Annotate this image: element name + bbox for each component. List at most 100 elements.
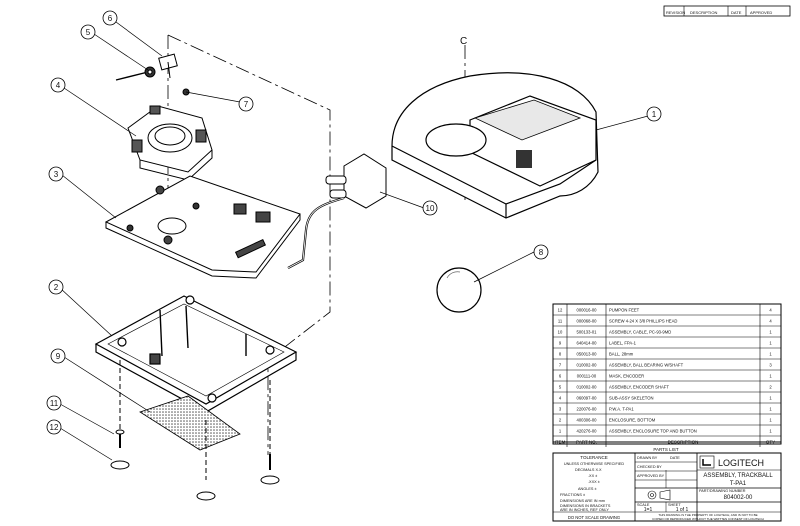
proprietary-note-1: THIS DRAWING IS THE PROPERTY OF LOGITECH… xyxy=(658,513,757,517)
parts-row-part-no: 500133-01 xyxy=(576,330,597,335)
balloon-6: 6 xyxy=(102,10,118,26)
parts-row-qty: 1 xyxy=(769,407,772,412)
projection-symbol-icon xyxy=(647,489,671,501)
parts-row-description: ASSEMBLY, ENCODER SHAFT xyxy=(609,385,669,390)
parts-row-qty: 1 xyxy=(769,341,772,346)
parts-row-part-no: 000068-00 xyxy=(576,319,597,324)
balloon-8: 8 xyxy=(533,244,549,260)
xx-label: .XX ± xyxy=(588,474,597,478)
parts-row-item: 8 xyxy=(559,352,562,357)
svg-text:9: 9 xyxy=(56,352,61,361)
enclosure-top xyxy=(391,72,599,219)
pcb-assembly xyxy=(104,175,301,279)
title-block-text: TOLERANCE UNLESS OTHERWISE SPECIFIED DEC… xyxy=(560,455,773,521)
drawing-title-1: ASSEMBLY, TRACKBALL xyxy=(703,473,773,479)
date-label: DATE xyxy=(670,456,680,460)
approved-col-label: APPROVED xyxy=(750,10,772,15)
parts-row-description: ASSEMBLY, ENCLOSURE TOP AND BUTTON xyxy=(609,429,697,434)
ball xyxy=(436,267,482,313)
svg-text:6: 6 xyxy=(108,14,113,23)
svg-text:7: 7 xyxy=(244,100,249,109)
svg-text:10: 10 xyxy=(426,204,435,213)
dims-note-3: ARE IN INCHES, REF ONLY xyxy=(560,508,609,512)
leader-lines xyxy=(59,21,649,461)
parts-row-description: BALL, 28mm xyxy=(609,352,634,357)
parts-row-item: 9 xyxy=(559,341,562,346)
unless-note: UNLESS OTHERWISE SPECIFIED xyxy=(564,462,625,466)
item-balloons: 6 5 7 4 3 2 9 11 12 1 10 8 xyxy=(46,10,662,435)
parts-row-item: 2 xyxy=(559,418,562,423)
screws-and-feet xyxy=(110,360,280,501)
proprietary-note-2: COPIED OR REPRODUCED WITHOUT THE WRITTEN… xyxy=(652,517,764,521)
parts-row-qty: 1 xyxy=(769,429,772,434)
skeleton-subassembly xyxy=(127,105,213,181)
no-scale-note: DO NOT SCALE DRAWING xyxy=(568,515,620,520)
dims-note-2: DIMENSIONS IN BRACKETS xyxy=(560,504,611,508)
balloon-3: 3 xyxy=(48,166,64,182)
parts-row-qty: 1 xyxy=(769,352,772,357)
balloon-4: 4 xyxy=(50,77,66,93)
parts-row-item: 4 xyxy=(559,396,562,401)
parts-row-description: MASK, ENCODER xyxy=(609,374,644,379)
dims-note-1: DIMENSIONS ARE IN mm xyxy=(560,499,605,503)
parts-row-part-no: 000016-00 xyxy=(576,308,597,313)
decimals-label: DECIMALS X.X xyxy=(575,468,602,472)
parts-row-description: P.W.A. T-PA1 xyxy=(609,407,634,412)
balloon-9: 9 xyxy=(50,348,66,364)
svg-text:5: 5 xyxy=(86,28,91,37)
xxx-label: .XXX ± xyxy=(588,480,600,484)
balloon-5: 5 xyxy=(80,24,96,40)
parts-row-item: 11 xyxy=(558,319,563,324)
parts-row-part-no: 010002-00 xyxy=(576,385,597,390)
svg-text:12: 12 xyxy=(50,423,59,432)
svg-text:4: 4 xyxy=(56,81,61,90)
balloon-10: 10 xyxy=(422,200,438,216)
parts-row-item: 7 xyxy=(559,363,562,368)
balloon-2: 2 xyxy=(48,279,64,295)
parts-row-item: 6 xyxy=(559,374,562,379)
revision-block: REVISION DESCRIPTION DATE APPROVED xyxy=(663,5,791,17)
approved-by-label: APPROVED BY xyxy=(637,474,665,478)
drawn-by-label: DRAWN BY xyxy=(637,456,658,460)
balloon-12: 12 xyxy=(46,419,62,435)
company-name: LOGITECH xyxy=(718,458,764,468)
sheet-label: SHEET xyxy=(668,503,681,507)
logitech-logo-icon xyxy=(699,455,715,469)
parts-row-item: 5 xyxy=(559,385,562,390)
dwg-no: 804002-00 xyxy=(724,495,753,501)
parts-row-description: ENCLOSURE, BOTTOM xyxy=(609,418,656,423)
parts-row-description: SCREW 4-24 X 3/8 PHILLIPS HEAD xyxy=(609,319,677,324)
parts-row-part-no: 050013-00 xyxy=(576,352,597,357)
parts-row-part-no: 400306-00 xyxy=(576,418,597,423)
balloon-11: 11 xyxy=(46,395,62,411)
parts-row-qty: 4 xyxy=(769,308,772,313)
parts-row-part-no: 000111-00 xyxy=(577,374,597,379)
balloon-1: 1 xyxy=(646,106,662,122)
parts-row-part-no: 420276-00 xyxy=(576,429,597,434)
parts-row-item: 10 xyxy=(558,330,563,335)
parts-row-description: SUB-ASSY SKELETON xyxy=(609,396,654,401)
checked-by-label: CHECKED BY xyxy=(637,465,662,469)
parts-row-part-no: 010002-00 xyxy=(576,363,597,368)
parts-row-qty: 1 xyxy=(769,374,772,379)
enclosure-bottom xyxy=(94,295,298,413)
svg-text:3: 3 xyxy=(54,170,59,179)
description-col-label: DESCRIPTION xyxy=(690,10,717,15)
label-fpa xyxy=(139,395,241,451)
parts-row-part-no: 640414-00 xyxy=(576,341,597,346)
date-col-label: DATE xyxy=(731,10,742,15)
svg-text:2: 2 xyxy=(54,283,59,292)
parts-row-description: LABEL, FPA-1 xyxy=(609,341,637,346)
parts-row-part-no: 220076-00 xyxy=(576,407,597,412)
parts-row-item: 1 xyxy=(559,429,562,434)
parts-row-qty: 1 xyxy=(769,396,772,401)
parts-row-part-no: 060097-00 xyxy=(576,396,597,401)
parts-row-item: 3 xyxy=(559,407,562,412)
parts-row-qty: 3 xyxy=(769,363,772,368)
tolerance-title: TOLERANCE xyxy=(580,455,607,460)
parts-list-title: PARTS LIST xyxy=(653,447,679,452)
angles-label: ANGLES ± xyxy=(578,487,597,491)
parts-row-qty: 4 xyxy=(769,319,772,324)
